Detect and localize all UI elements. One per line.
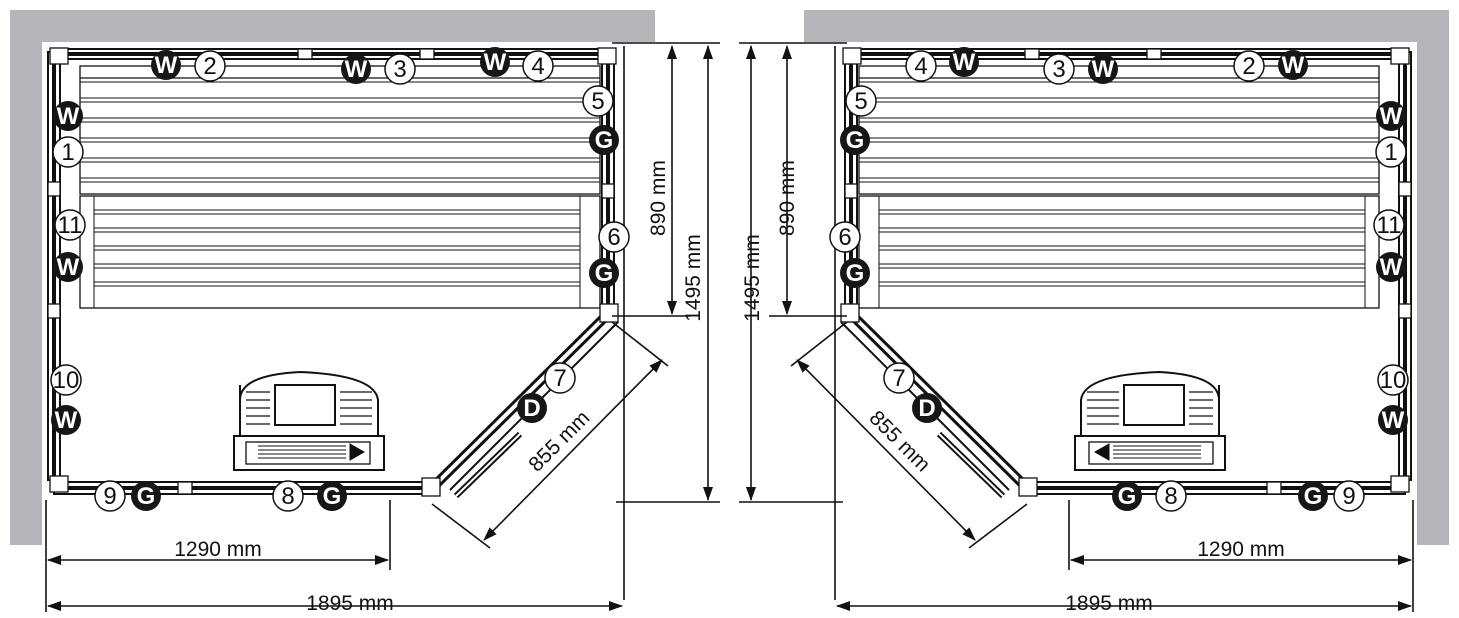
svg-text:W: W <box>1282 52 1305 79</box>
panel-number-4: 4 <box>522 50 554 82</box>
panel-number-4: 4 <box>905 50 937 82</box>
svg-text:W: W <box>57 103 80 130</box>
svg-text:4: 4 <box>531 53 544 80</box>
panel-number-5: 5 <box>582 85 614 117</box>
panel-type-10: W <box>1378 405 1408 435</box>
panel-number-7: 7 <box>883 362 915 394</box>
panel-type-9: G <box>1298 481 1328 511</box>
panel-number-7: 7 <box>544 362 576 394</box>
panel-type-11: W <box>53 252 83 282</box>
dim-total-width: 1895 mm <box>306 592 394 615</box>
svg-text:7: 7 <box>892 365 905 392</box>
panel-type-11: W <box>1376 252 1406 282</box>
panel-number-1: 1 <box>1375 136 1407 168</box>
svg-text:6: 6 <box>838 224 851 251</box>
panel-type-1: W <box>1376 101 1406 131</box>
panel-number-8: 8 <box>1155 480 1187 512</box>
panel-number-2: 2 <box>1233 50 1265 82</box>
panel-type-6: G <box>840 258 870 288</box>
panel-number-2: 2 <box>194 50 226 82</box>
svg-text:1: 1 <box>1384 139 1397 166</box>
svg-text:8: 8 <box>1164 483 1177 510</box>
svg-text:W: W <box>484 49 507 76</box>
panel-type-8: G <box>317 481 347 511</box>
panel-type-10: W <box>51 405 81 435</box>
dim-front-width: 1290 mm <box>1197 538 1285 561</box>
svg-text:G: G <box>1118 483 1137 510</box>
svg-text:5: 5 <box>591 88 604 115</box>
svg-text:W: W <box>953 49 976 76</box>
panel-type-2: W <box>1278 50 1308 80</box>
svg-text:G: G <box>1304 483 1323 510</box>
svg-text:W: W <box>345 56 368 83</box>
panel-type-6: G <box>589 258 619 288</box>
svg-text:4: 4 <box>914 53 927 80</box>
svg-text:G: G <box>595 260 614 287</box>
panel-type-2: W <box>151 50 181 80</box>
svg-text:W: W <box>55 407 78 434</box>
svg-text:2: 2 <box>1242 53 1255 80</box>
dim-depth-inner: 890 mm <box>776 160 799 236</box>
dim-depth-total: 1495 mm <box>741 234 764 322</box>
dim-total-width: 1895 mm <box>1065 592 1153 615</box>
svg-text:6: 6 <box>607 224 620 251</box>
panel-number-10: 10 <box>1377 364 1409 396</box>
panel-type-7: D <box>517 393 547 423</box>
panel-type-5: G <box>589 125 619 155</box>
dim-front-width: 1290 mm <box>174 538 262 561</box>
svg-text:11: 11 <box>58 212 83 239</box>
svg-text:W: W <box>1382 407 1405 434</box>
svg-text:D: D <box>523 395 540 422</box>
panel-number-6: 6 <box>598 221 630 253</box>
svg-text:G: G <box>846 260 865 287</box>
panel-number-9: 9 <box>1333 480 1365 512</box>
dim-depth-total: 1495 mm <box>682 234 705 322</box>
svg-text:G: G <box>595 127 614 154</box>
dim-depth-inner: 890 mm <box>647 160 670 236</box>
svg-text:D: D <box>918 395 935 422</box>
panel-number-9: 9 <box>94 480 126 512</box>
svg-text:G: G <box>323 483 342 510</box>
svg-text:5: 5 <box>854 88 867 115</box>
panel-type-8: G <box>1112 481 1142 511</box>
panel-type-1: W <box>53 101 83 131</box>
svg-text:7: 7 <box>553 365 566 392</box>
svg-text:3: 3 <box>1052 56 1065 83</box>
panel-type-4: W <box>480 47 510 77</box>
panel-number-11: 11 <box>1373 209 1405 241</box>
panel-type-5: G <box>840 125 870 155</box>
svg-text:3: 3 <box>393 56 406 83</box>
svg-text:W: W <box>155 52 178 79</box>
svg-text:11: 11 <box>1377 212 1402 239</box>
svg-text:G: G <box>846 127 865 154</box>
svg-text:W: W <box>1380 103 1403 130</box>
svg-text:G: G <box>137 483 156 510</box>
svg-text:2: 2 <box>203 53 216 80</box>
svg-text:8: 8 <box>281 483 294 510</box>
panel-number-3: 3 <box>1043 53 1075 85</box>
panel-type-7: D <box>912 393 942 423</box>
svg-text:10: 10 <box>53 367 80 394</box>
panel-number-8: 8 <box>272 480 304 512</box>
panel-number-5: 5 <box>845 85 877 117</box>
svg-text:9: 9 <box>1342 483 1355 510</box>
svg-text:1: 1 <box>61 139 74 166</box>
panel-number-3: 3 <box>384 53 416 85</box>
panel-number-1: 1 <box>52 136 84 168</box>
panel-number-11: 11 <box>54 209 86 241</box>
panel-number-10: 10 <box>50 364 82 396</box>
panel-type-3: W <box>1088 54 1118 84</box>
svg-text:10: 10 <box>1380 367 1407 394</box>
panel-type-4: W <box>949 47 979 77</box>
panel-type-3: W <box>341 54 371 84</box>
panel-number-6: 6 <box>829 221 861 253</box>
svg-text:W: W <box>1092 56 1115 83</box>
svg-text:9: 9 <box>103 483 116 510</box>
svg-text:W: W <box>1380 254 1403 281</box>
svg-text:W: W <box>57 254 80 281</box>
panel-type-9: G <box>131 481 161 511</box>
